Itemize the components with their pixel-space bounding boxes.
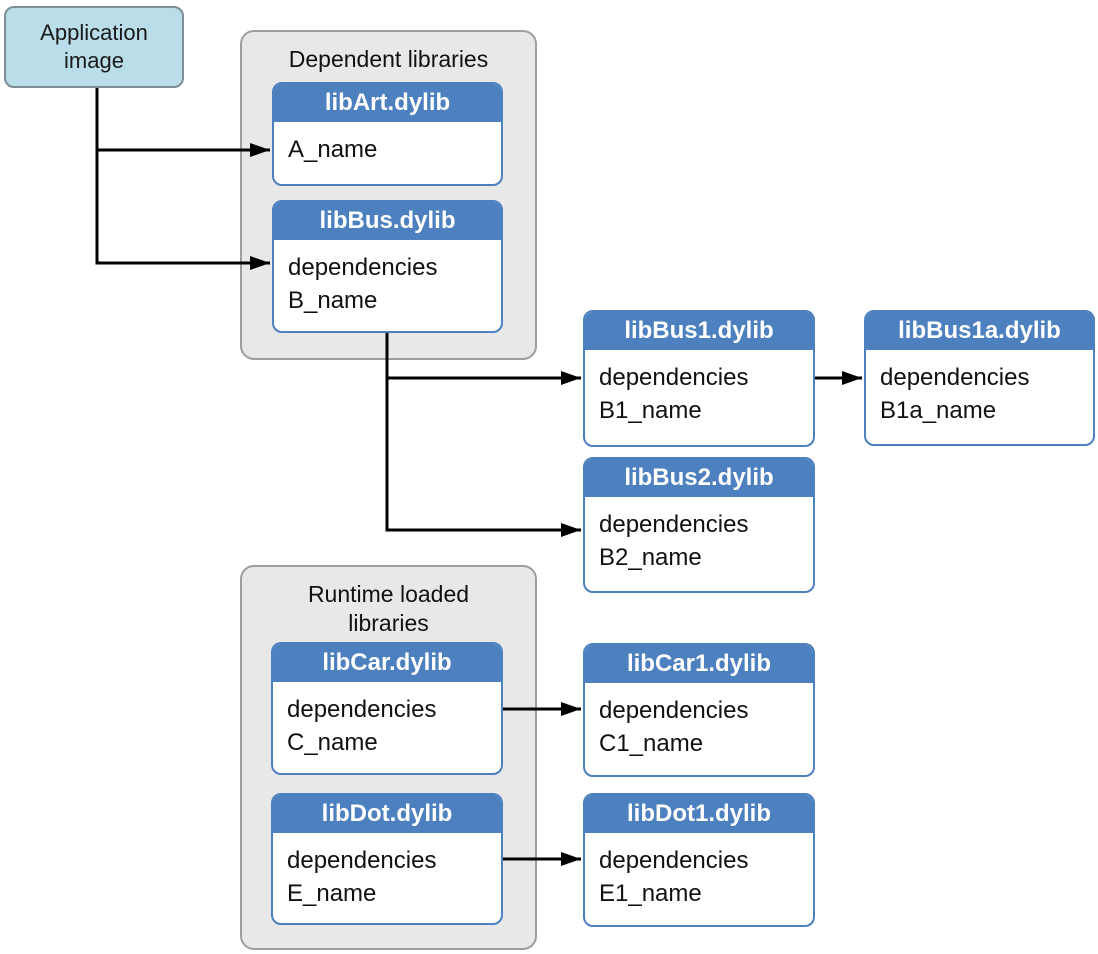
node-line: dependencies xyxy=(287,847,437,874)
node-application-image: Application image xyxy=(4,6,184,88)
node-title: libDot.dylib xyxy=(273,795,501,833)
node-libdot1-dylib: libDot1.dylib dependencies E1_name xyxy=(583,793,815,927)
node-title: libBus2.dylib xyxy=(585,459,813,497)
node-line: B1a_name xyxy=(880,397,997,424)
node-line: dependencies xyxy=(880,364,1030,391)
node-libbus1a-dylib: libBus1a.dylib dependencies B1a_name xyxy=(864,310,1095,446)
node-line: B_name xyxy=(288,287,378,314)
node-libart-dylib: libArt.dylib A_name xyxy=(272,82,503,186)
node-title: libCar1.dylib xyxy=(585,645,813,683)
node-title: libArt.dylib xyxy=(274,84,501,122)
node-line: dependencies xyxy=(288,254,438,281)
node-line: C1_name xyxy=(599,730,704,757)
node-libbus2-dylib: libBus2.dylib dependencies B2_name xyxy=(583,457,815,593)
node-title: libCar.dylib xyxy=(273,644,501,682)
node-libcar1-dylib: libCar1.dylib dependencies C1_name xyxy=(583,643,815,777)
node-libbus1-dylib: libBus1.dylib dependencies B1_name xyxy=(583,310,815,447)
node-title: libBus.dylib xyxy=(274,202,501,240)
node-libcar-dylib: libCar.dylib dependencies C_name xyxy=(271,642,503,775)
node-line: dependencies xyxy=(599,847,749,874)
node-line: B1_name xyxy=(599,397,702,424)
node-title: libBus1a.dylib xyxy=(866,312,1093,350)
node-line: A_name xyxy=(288,136,378,163)
node-title: libDot1.dylib xyxy=(585,795,813,833)
node-line: E_name xyxy=(287,880,377,907)
node-line: B2_name xyxy=(599,544,702,571)
node-line: C_name xyxy=(287,729,378,756)
node-line: dependencies xyxy=(599,697,749,724)
node-line: E1_name xyxy=(599,880,702,907)
application-image-label: Application image xyxy=(40,20,148,73)
group-dependent-label: Dependent libraries xyxy=(288,46,489,72)
node-libdot-dylib: libDot.dylib dependencies E_name xyxy=(271,793,503,925)
node-line: dependencies xyxy=(287,696,437,723)
node-libbus-dylib: libBus.dylib dependencies B_name xyxy=(272,200,503,333)
node-title: libBus1.dylib xyxy=(585,312,813,350)
node-line: dependencies xyxy=(599,364,749,391)
group-runtime-label: Runtime loaded libraries xyxy=(307,581,470,636)
node-line: dependencies xyxy=(599,511,749,538)
